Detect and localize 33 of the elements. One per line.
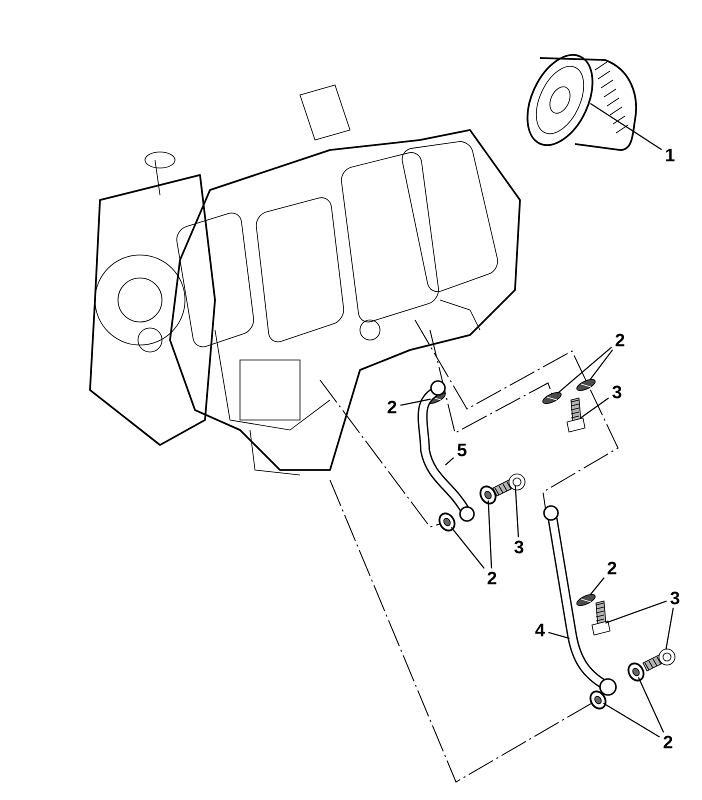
callout-number: 3 <box>670 592 680 604</box>
callout-number: 2 <box>616 334 624 346</box>
leader-line <box>603 702 660 738</box>
gasket-drawing <box>542 392 562 404</box>
leader-line <box>400 398 431 406</box>
callout-number: 1 <box>666 148 674 162</box>
leader-line <box>580 398 609 419</box>
washer-drawing <box>438 512 456 532</box>
leader-line <box>590 349 614 380</box>
washer-drawing <box>628 662 644 682</box>
callout-number: 4 <box>535 624 545 636</box>
leader-line <box>445 457 454 466</box>
leader-line <box>605 600 667 624</box>
callout-number: 2 <box>664 736 672 748</box>
leader-line <box>450 527 485 569</box>
leader-line <box>665 608 674 650</box>
leader-line <box>590 103 662 150</box>
callout-number: 3 <box>612 386 622 398</box>
bolt-drawing <box>566 398 586 432</box>
callout-number: 3 <box>514 540 524 554</box>
leader-line <box>557 346 612 394</box>
leader-line <box>638 677 664 733</box>
washer-drawing <box>480 486 496 504</box>
gasket-drawing <box>576 379 596 391</box>
leader-line <box>590 577 605 595</box>
leader-line <box>548 632 570 640</box>
leader-line <box>488 500 492 568</box>
oil-filter-drawing <box>526 54 637 151</box>
oil-pipe-drawing <box>418 380 475 522</box>
oil-pipe-drawing <box>543 505 617 696</box>
callout-number: 2 <box>488 572 496 584</box>
washer-drawing <box>590 690 606 710</box>
callout-number: 2 <box>388 400 396 414</box>
